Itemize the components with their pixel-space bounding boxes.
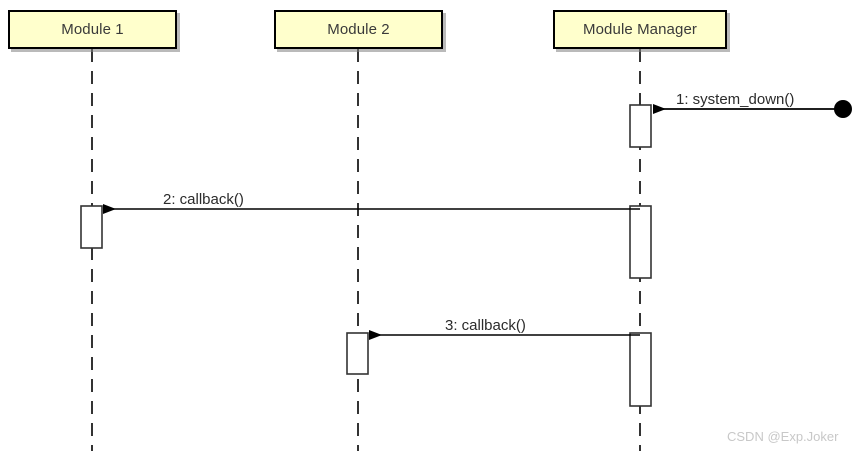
participant-label-module-manager: Module Manager (583, 21, 697, 38)
participant-label-module2: Module 2 (327, 21, 390, 38)
activation-bar-module-manager-3 (629, 332, 652, 407)
participant-box-module1[interactable]: Module 1 (8, 10, 177, 49)
message-label-1: 1: system_down() (676, 91, 795, 108)
message-label-3: 3: callback() (445, 317, 526, 334)
activation-bar-module2-1 (346, 332, 369, 375)
message-arrows-group (103, 100, 852, 340)
participant-box-module-manager[interactable]: Module Manager (553, 10, 727, 49)
activation-bar-module-manager-1 (629, 104, 652, 148)
found-message-circle (834, 100, 852, 118)
activation-bar-module-manager-2 (629, 205, 652, 279)
watermark-text: CSDN @Exp.Joker (727, 429, 839, 444)
lifelines-group (91, 49, 641, 451)
activation-bars-group (80, 104, 652, 407)
participant-label-module1: Module 1 (61, 21, 124, 38)
message-label-2: 2: callback() (163, 191, 244, 208)
participant-box-module2[interactable]: Module 2 (274, 10, 443, 49)
activation-bar-module1-1 (80, 205, 103, 249)
